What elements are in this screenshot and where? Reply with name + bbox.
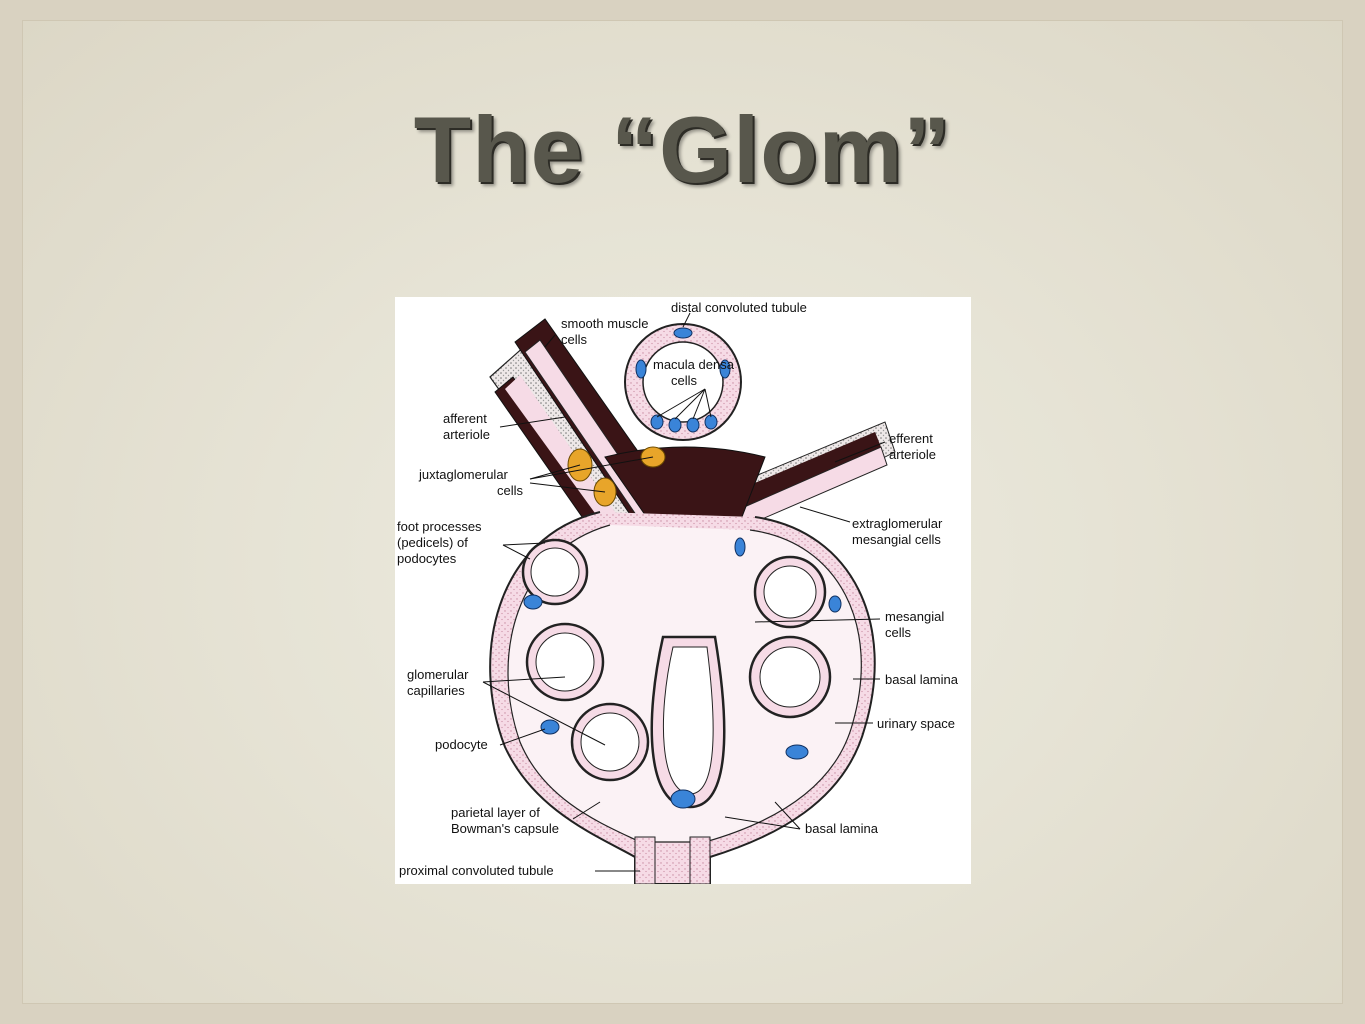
label-juxtaglomerular: juxtaglomerular — [418, 467, 509, 482]
glomerulus-illustration: distal convoluted tubule smooth muscle c… — [397, 300, 959, 884]
label-basal-lamina-right: basal lamina — [885, 672, 959, 687]
label-podocyte: podocyte — [435, 737, 488, 752]
label-urinary-space: urinary space — [877, 716, 955, 731]
slide-title: The “Glom” — [413, 97, 952, 202]
label-macula-densa: macula densa — [653, 357, 735, 372]
diagram-labels: distal convoluted tubule smooth muscle c… — [397, 300, 959, 878]
podocyte-nuclei — [523, 537, 842, 809]
label-proximal-convoluted-tubule: proximal convoluted tubule — [399, 863, 554, 878]
label-foot-processes: foot processes — [397, 519, 482, 534]
glomerulus-diagram: distal convoluted tubule smooth muscle c… — [395, 297, 971, 884]
label-mesangial: mesangial — [885, 609, 944, 624]
label-afferent: afferent — [443, 411, 487, 426]
label-smooth-muscle-cells-2: cells — [561, 332, 588, 347]
label-pedicels: (pedicels) of — [397, 535, 468, 550]
label-smooth-muscle-cells: smooth muscle — [561, 316, 648, 331]
label-macula-densa-cells: cells — [671, 373, 698, 388]
label-extraglomerular: extraglomerular — [852, 516, 943, 531]
leader-lines — [482, 312, 886, 872]
distal-convoluted-tubule — [624, 323, 742, 441]
label-distal-convoluted-tubule: distal convoluted tubule — [671, 300, 807, 315]
label-mesangial-cells: cells — [885, 625, 912, 640]
label-parietal-layer: parietal layer of — [451, 805, 540, 820]
label-afferent-arteriole: arteriole — [443, 427, 490, 442]
label-podocytes: podocytes — [397, 551, 457, 566]
label-extraglomerular-mesangial-cells: mesangial cells — [852, 532, 941, 547]
label-bowmans-capsule: Bowman's capsule — [451, 821, 559, 836]
label-glomerular: glomerular — [407, 667, 469, 682]
label-efferent-arteriole: arteriole — [889, 447, 936, 462]
label-glomerular-capillaries: capillaries — [407, 683, 465, 698]
label-basal-lamina-bottom: basal lamina — [805, 821, 879, 836]
glomerular-capillaries — [521, 538, 832, 809]
label-juxtaglomerular-cells: cells — [497, 483, 524, 498]
label-efferent: efferent — [889, 431, 933, 446]
